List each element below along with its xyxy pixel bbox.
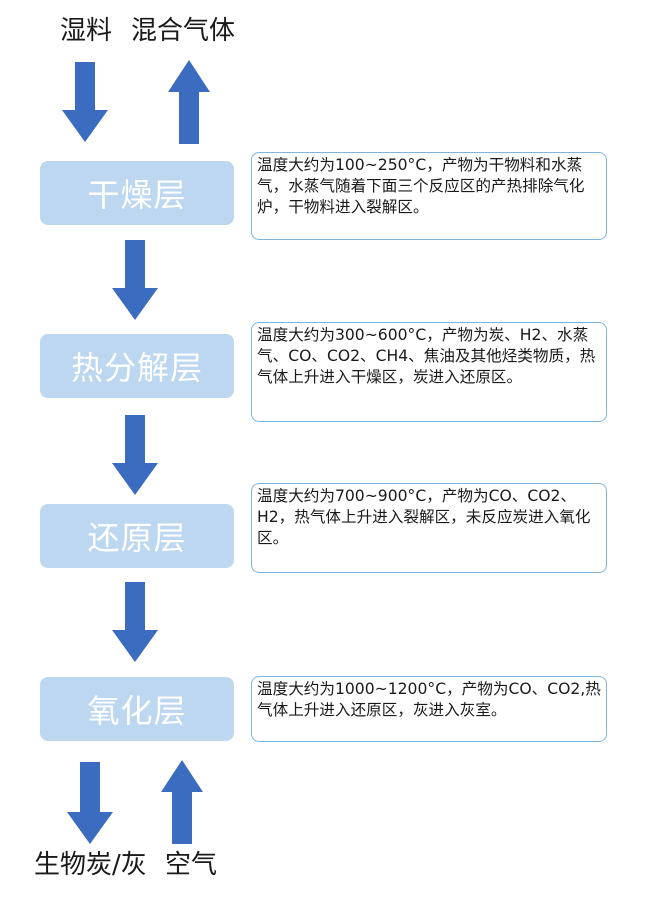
wet-material-label: 湿料	[60, 16, 113, 46]
layer-oxidation-label: 氧化层	[87, 692, 187, 730]
note-drying: 温度大约为100~250°C，产物为干物料和水蒸气，水蒸气随着下面三个反应区的产…	[251, 152, 607, 240]
arrow-down-icon	[112, 240, 158, 320]
layer-drying: 干燥层	[40, 161, 234, 225]
arrow-down-icon	[62, 62, 108, 142]
note-oxidation: 温度大约为1000~1200°C，产物为CO、CO2,热气体上升进入还原区，灰进…	[251, 676, 607, 742]
layer-reduction-label: 还原层	[87, 519, 187, 557]
arrow-down-icon	[67, 762, 113, 844]
arrow-up-icon	[168, 60, 210, 144]
mixed-gas-label: 混合气体	[131, 16, 236, 46]
note-reduction: 温度大约为700~900°C，产物为CO、CO2、H2，热气体上升进入裂解区，未…	[251, 483, 607, 573]
note-pyrolysis: 温度大约为300~600°C，产物为炭、H2、水蒸气、CO、CO2、CH4、焦油…	[251, 322, 607, 422]
arrow-down-icon	[112, 415, 158, 495]
layer-drying-label: 干燥层	[87, 176, 187, 214]
layer-pyrolysis-label: 热分解层	[70, 349, 203, 387]
layer-pyrolysis: 热分解层	[40, 334, 234, 398]
biochar-ash-label: 生物炭/灰	[34, 850, 147, 880]
air-label: 空气	[165, 850, 218, 880]
layer-reduction: 还原层	[40, 504, 234, 568]
layer-oxidation: 氧化层	[40, 677, 234, 741]
arrow-up-icon	[161, 760, 203, 844]
arrow-down-icon	[112, 582, 158, 662]
